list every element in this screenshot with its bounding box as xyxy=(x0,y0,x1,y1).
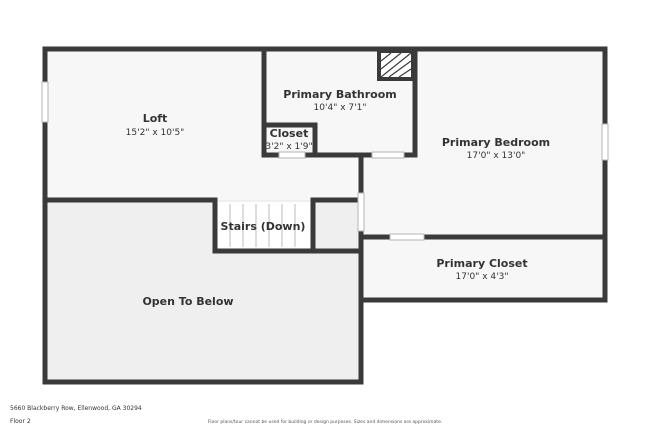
walls xyxy=(42,46,608,385)
footer-disclaimer: Floor plans/tour cannot be used for buil… xyxy=(207,420,443,425)
door-bedroom xyxy=(357,192,365,232)
stairs-name: Stairs (Down) xyxy=(221,220,306,233)
closet-dims: 3'2" x 1'9" xyxy=(265,142,312,152)
primary-bedroom-name: Primary Bedroom xyxy=(442,136,550,149)
loft-dims: 15'2" x 10'5" xyxy=(126,128,185,138)
window-loft xyxy=(41,81,49,123)
loft-name: Loft xyxy=(143,112,168,125)
primary-closet-dims: 17'0" x 4'3" xyxy=(456,272,509,282)
exterior-fill xyxy=(361,300,605,384)
closet-name: Closet xyxy=(270,127,309,140)
primary-bathroom-dims: 10'4" x 7'1" xyxy=(314,103,367,113)
primary-bedroom-dims: 17'0" x 13'0" xyxy=(467,151,526,161)
door-primary-closet xyxy=(389,233,425,241)
openings xyxy=(41,81,609,241)
stairs xyxy=(215,202,313,249)
door-bathroom xyxy=(371,151,405,159)
primary-bathroom-name: Primary Bathroom xyxy=(283,88,396,101)
footer-floor: Floor 2 xyxy=(10,418,31,425)
primary-closet-name: Primary Closet xyxy=(436,257,527,270)
chimney-box xyxy=(377,49,415,81)
open-to-below-name: Open To Below xyxy=(142,295,233,308)
footer-address: 5660 Blackberry Row, Ellenwood, GA 30294 xyxy=(10,405,142,412)
door-closet xyxy=(278,151,306,159)
window-bedroom xyxy=(601,123,609,161)
